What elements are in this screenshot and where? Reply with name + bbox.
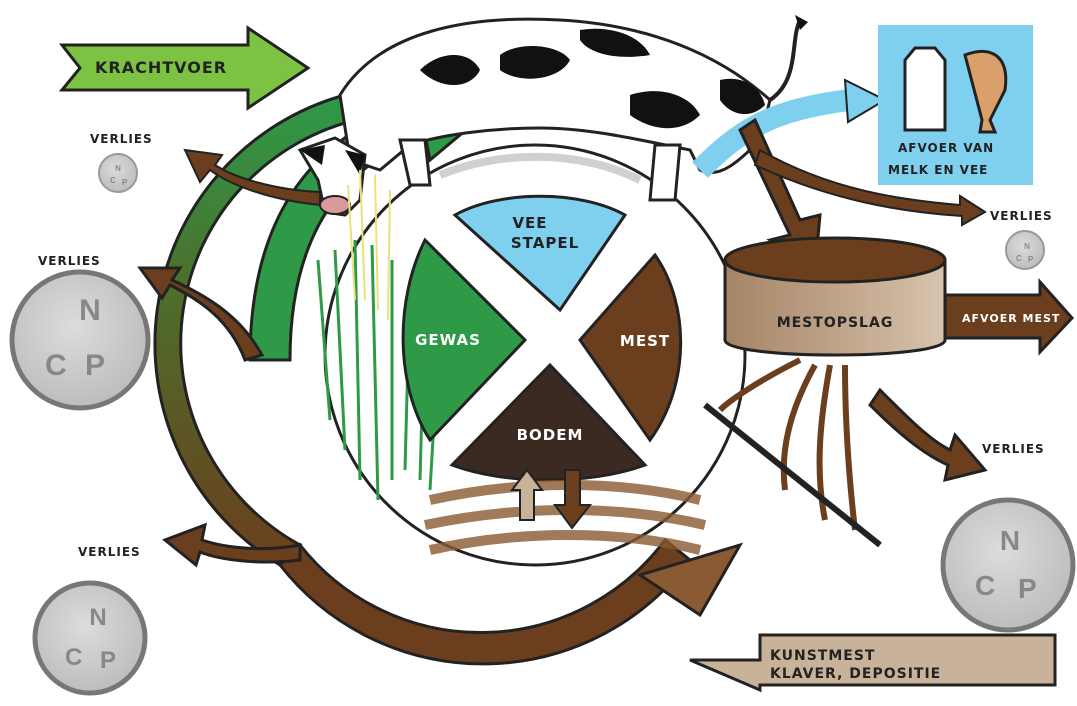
ncp-circle-small-left xyxy=(98,153,138,193)
ncp-circle-large-right xyxy=(940,497,1076,633)
ncp-c-3: C xyxy=(65,644,82,671)
ncp-n-2: N xyxy=(79,294,101,327)
afvoer-arrow xyxy=(692,89,852,178)
ncp-circle-bottom-left xyxy=(32,580,148,696)
verlies-label-4: VERLIES xyxy=(990,209,1053,223)
mestopslag-label: MESTOPSLAG xyxy=(777,315,894,331)
veestapel-label-line1: VEE xyxy=(512,214,547,232)
manure-spreader xyxy=(717,357,858,531)
krachtvoer-label: KRACHTVOER xyxy=(95,58,227,77)
ncp-c-1: C xyxy=(110,176,116,185)
ncp-p-5: P xyxy=(1018,573,1037,604)
grass-tips xyxy=(347,169,391,321)
cow-shadow xyxy=(438,152,642,184)
ncp-c-5: C xyxy=(975,570,995,601)
sector-bodem xyxy=(449,362,648,482)
soil-arrows xyxy=(510,468,593,530)
verlies-label-5: VERLIES xyxy=(982,442,1045,456)
ncp-n-1: N xyxy=(115,164,121,173)
verlies-label-3: VERLIES xyxy=(78,545,141,559)
ncp-c-2: C xyxy=(45,349,67,382)
ncp-circle-large-left xyxy=(9,269,151,411)
sector-veestapel xyxy=(452,194,628,313)
mestopslag-tank xyxy=(723,236,947,357)
verlies-arrow-bottom-left xyxy=(162,522,302,568)
bodem-label: BODEM xyxy=(517,426,584,444)
afvoer-text-line1: AFVOER VAN xyxy=(898,141,994,155)
afvoer-text-line2: MELK EN VEE xyxy=(888,163,988,177)
verlies-label-1: VERLIES xyxy=(90,132,153,146)
kunstmest-label-line2: KLAVER, DEPOSITIE xyxy=(770,666,941,682)
spreader-bar xyxy=(703,402,882,548)
ncp-p-4: P xyxy=(1028,255,1034,264)
verlies-arrow-top-left xyxy=(183,148,321,207)
ncp-p-2: P xyxy=(85,349,105,382)
gewas-label: GEWAS xyxy=(415,331,481,349)
krachtvoer-arrow xyxy=(58,25,311,111)
ncp-circle-small-right xyxy=(1005,230,1045,270)
ncp-p-3: P xyxy=(100,647,116,674)
afvoer-arrow-head xyxy=(843,78,888,124)
ncp-n-3: N xyxy=(89,604,106,631)
ncp-c-4: C xyxy=(1016,254,1022,263)
ncp-n-4: N xyxy=(1024,242,1030,251)
veestapel-label-line2: STAPEL xyxy=(511,234,579,252)
kunstmest-arrow xyxy=(689,633,1057,693)
sector-mest xyxy=(578,252,683,443)
verlies-arrow-right xyxy=(868,387,988,483)
afvoer-mest-arrow xyxy=(943,278,1075,356)
afvoer-mest-label: AFVOER MEST xyxy=(962,312,1060,325)
ncp-p-1: P xyxy=(122,178,128,187)
verlies-arrow-mid-left xyxy=(137,266,265,362)
sector-gewas xyxy=(401,237,528,443)
verlies-label-2: VERLIES xyxy=(38,254,101,268)
mest-label: MEST xyxy=(620,332,670,350)
ncp-n-5: N xyxy=(1000,525,1020,556)
kunstmest-label-line1: KUNSTMEST xyxy=(770,648,875,664)
verlies-arrow-top-right xyxy=(753,148,987,227)
afvoer-box xyxy=(878,25,1033,185)
